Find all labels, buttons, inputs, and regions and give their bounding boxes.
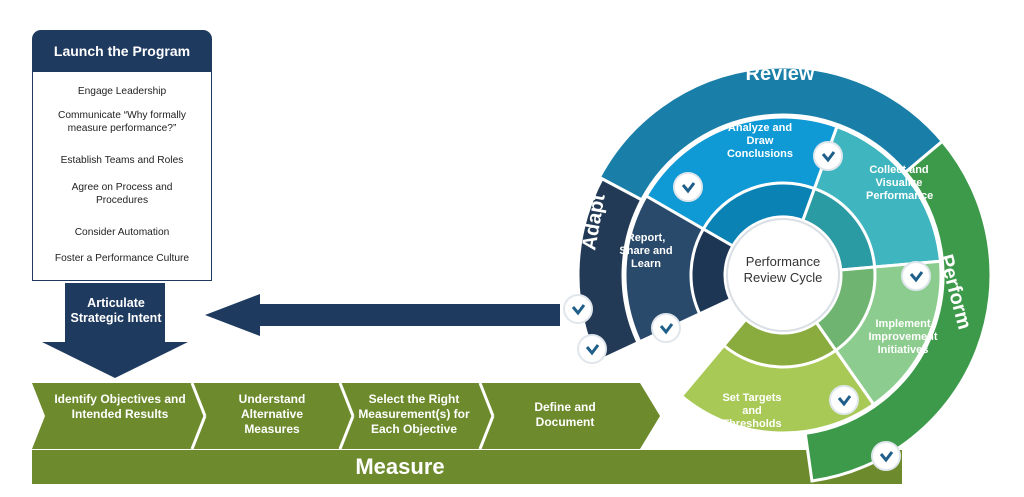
perform-ring: [803, 139, 993, 483]
segment-label: Collect and Visualize Performance: [866, 164, 934, 202]
step-label: Define and Document: [534, 400, 596, 429]
chevron-icon: [821, 151, 836, 163]
intent-label: Articulate Strategic Intent: [70, 296, 162, 325]
step-chevron: [340, 383, 493, 449]
review-label: Review: [745, 63, 815, 85]
cycle-center-label: Performance Review Cycle: [743, 254, 823, 285]
launch-program-header: Launch the Program: [32, 30, 212, 72]
chevron-icon: [571, 304, 586, 316]
intent-down-arrow: [42, 283, 188, 378]
launch-item: Agree on Process and Procedures: [71, 182, 173, 206]
chevron-icon: [909, 271, 924, 283]
step-label: Identify Objectives and Intended Results: [54, 392, 186, 421]
segment-label: Analyze and Draw Conclusions: [726, 122, 793, 160]
cycle-center: [726, 218, 840, 332]
arrow-badge-icon: [651, 313, 681, 343]
segment-report-inner: [689, 226, 735, 316]
feedback-arrow: [205, 294, 560, 336]
arrow-badge-icon: [563, 294, 593, 324]
step-label: Understand Alternative Measures: [238, 392, 306, 436]
chevron-icon: [879, 451, 894, 463]
step-chevron: [480, 383, 660, 449]
chevron-icon: [659, 323, 674, 335]
arrow-badge-icon: [813, 141, 843, 171]
arrow-badge-icon: [673, 172, 703, 202]
arrow-badge-icon: [829, 385, 859, 415]
step-chevron: [192, 383, 353, 449]
launch-item: Consider Automation: [74, 227, 170, 238]
segment-targets-inner: [721, 317, 838, 369]
launch-item: Engage Leadership: [77, 86, 167, 97]
arrow-badge-icon: [901, 261, 931, 291]
segment-label: Report, Share and Learn: [619, 232, 673, 270]
segment-label: Implement Improvement Initiatives: [868, 318, 938, 356]
measure-bar: [32, 450, 902, 484]
arrow-badge-icon: [577, 334, 607, 364]
chevron-icon: [585, 344, 600, 356]
arrow-badge-icon: [871, 441, 901, 471]
launch-item: Establish Teams and Roles: [60, 155, 184, 166]
measure-title: Measure: [355, 454, 445, 479]
launch-program-title: Launch the Program: [53, 43, 191, 59]
chevron-icon: [837, 395, 852, 407]
step-label: Select the Right Measurement(s) for Each…: [358, 392, 470, 436]
segment-label: Set Targets and Thresholds: [722, 392, 782, 430]
launch-item: Communicate “Why formally measure perfor…: [58, 110, 186, 134]
launch-program-list: Engage Leadership Communicate “Why forma…: [32, 72, 212, 281]
step-chevron: [32, 383, 205, 449]
launch-item: Foster a Performance Culture: [54, 253, 190, 264]
chevron-icon: [681, 182, 696, 194]
performance-review-cycle: [563, 65, 993, 483]
